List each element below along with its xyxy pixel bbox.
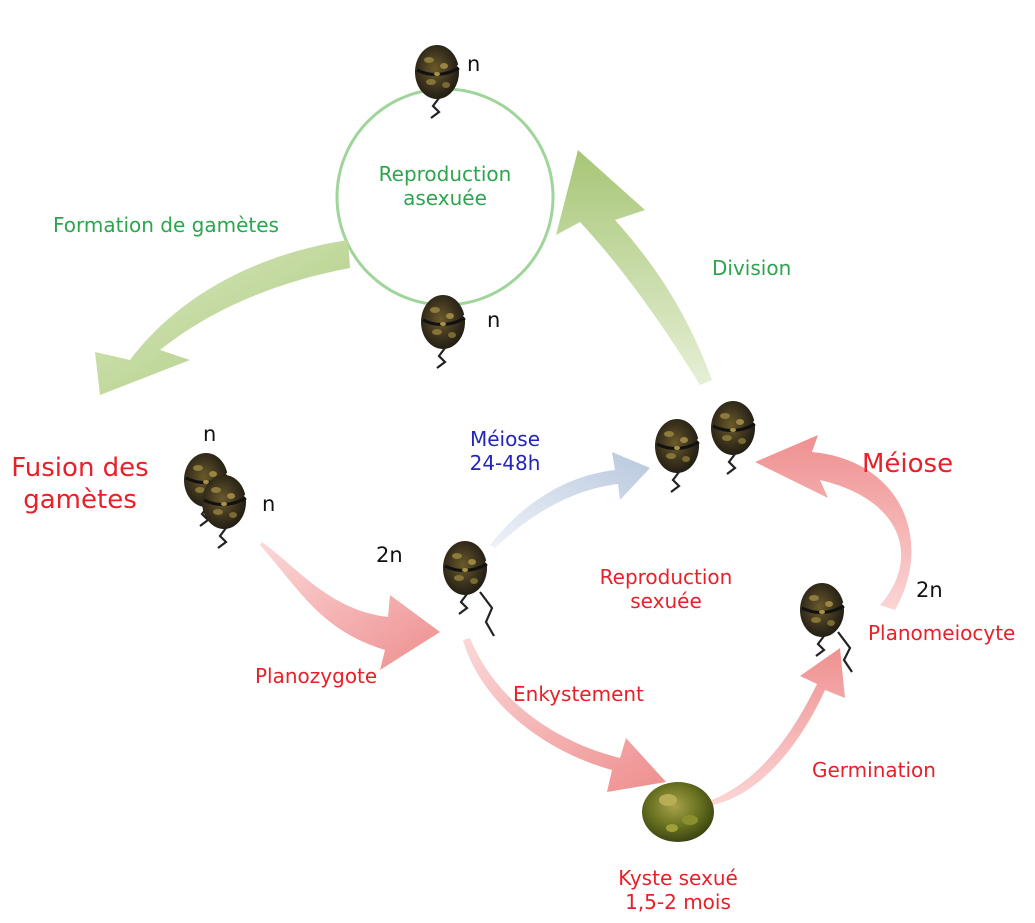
- planomeiocyte-cell-icon: [800, 583, 852, 656]
- ploidy-n-bottom: n: [487, 308, 500, 334]
- sexual-reproduction-line2: sexuée: [586, 589, 746, 613]
- encystment-label: Enkystement: [513, 682, 644, 706]
- fusion-line1: Fusion des: [0, 453, 160, 485]
- asexual-reproduction-line2: asexuée: [360, 186, 530, 210]
- meiosis-fast-line2: 24-48h: [455, 451, 555, 475]
- planozygote-label: Planozygote: [255, 664, 377, 688]
- arrow-encystment: [463, 638, 666, 792]
- arrow-formation-gametes: [95, 240, 350, 395]
- cyst-line2: 1,5-2 mois: [578, 890, 778, 914]
- ploidy-n-gamete-b: n: [262, 492, 275, 518]
- meiosis-product-b-icon: [711, 401, 763, 474]
- arrow-planozygote: [260, 542, 440, 670]
- ploidy-n-top: n: [467, 52, 480, 78]
- arrow-division: [556, 150, 712, 385]
- sexual-reproduction-line1: Reproduction: [586, 565, 746, 589]
- division-label: Division: [712, 256, 791, 280]
- haploid-cell-top-icon: [415, 45, 467, 118]
- fusion-label: Fusion des gamètes: [0, 453, 160, 516]
- asexual-reproduction-line1: Reproduction: [360, 162, 530, 186]
- ploidy-n-gamete-a: n: [203, 422, 216, 448]
- meiosis-label: Méiose: [862, 449, 953, 481]
- ploidy-2n-planozygote: 2n: [376, 543, 403, 569]
- planozygote-flagellum-icon: [480, 592, 494, 636]
- meiosis-fast-line1: Méiose: [455, 427, 555, 451]
- formation-gametes-label: Formation de gamètes: [53, 213, 279, 237]
- sexual-reproduction-label: Reproduction sexuée: [586, 565, 746, 614]
- cyst-line1: Kyste sexué: [578, 866, 778, 890]
- meiosis-product-a-icon: [655, 419, 707, 492]
- asexual-reproduction-label: Reproduction asexuée: [360, 162, 530, 211]
- cyst-label: Kyste sexué 1,5-2 mois: [578, 866, 778, 915]
- haploid-cell-bottom-icon: [421, 295, 473, 368]
- cyst-icon: [642, 782, 714, 842]
- gamete-cell-b-icon: [202, 475, 254, 548]
- planomeiocyte-label: Planomeiocyte: [868, 621, 1015, 645]
- ploidy-2n-planomeiocyte: 2n: [916, 578, 943, 604]
- fusion-line2: gamètes: [0, 485, 160, 517]
- meiosis-fast-label: Méiose 24-48h: [455, 427, 555, 476]
- germination-label: Germination: [812, 758, 936, 782]
